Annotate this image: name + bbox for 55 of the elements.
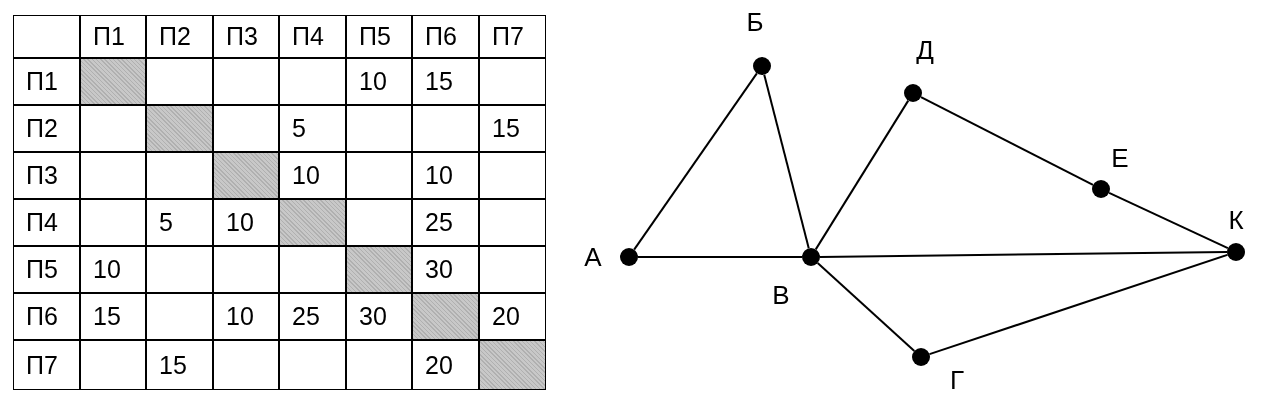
table-cell: 10 [213,199,279,246]
vertex-label: А [584,244,602,270]
graph-edge [814,99,910,251]
table-cell: П5 [13,246,80,293]
table-cell: 20 [479,293,546,340]
table-cell: П4 [13,199,80,246]
graph-vertex [1227,243,1245,261]
table-cell: 25 [279,293,346,340]
table-cell: 10 [80,246,146,293]
graph-vertex [802,248,820,266]
graph-edge [819,251,1228,258]
graph-vertex [912,348,930,366]
table-cell: 10 [279,152,346,199]
graph-edge [633,72,758,251]
table-cell: П4 [279,15,346,58]
graph-edge [816,262,916,352]
graph-vertex [904,84,922,102]
table-cell: 10 [346,58,412,105]
table-cell: П1 [80,15,146,58]
table-cell: 20 [412,340,479,390]
table-cell: П6 [412,15,479,58]
table-cell: П7 [13,340,80,390]
vertex-label: Г [949,367,965,393]
table-cell: П2 [146,15,213,58]
table-cell: 5 [146,199,213,246]
table-cell: 25 [412,199,479,246]
table-cell: П6 [13,293,80,340]
table-cell: 10 [213,293,279,340]
graph-edge [763,73,810,250]
table-cell: 15 [146,340,213,390]
table-cell: 15 [80,293,146,340]
table-cell: 30 [412,246,479,293]
graph-vertex [620,248,638,266]
table-cell: 15 [412,58,479,105]
vertex-label: К [1228,207,1244,233]
table-cell: П5 [346,15,412,58]
vertex-label: В [772,282,790,308]
vertex-label: Д [916,37,934,63]
table-cell: 15 [479,105,546,152]
table-cell: П7 [479,15,546,58]
graph-vertex [753,57,771,75]
table-cell: П3 [213,15,279,58]
vertex-label: Б [746,9,764,35]
table-cell: 30 [346,293,412,340]
graph-edge [637,256,803,258]
table-cell: П1 [13,58,80,105]
table-cell: П2 [13,105,80,152]
vertex-label: Е [1111,145,1129,171]
table-cell: П3 [13,152,80,199]
graph-edge [928,253,1229,356]
graph-edge [920,96,1094,186]
graph-vertex [1092,180,1110,198]
graph-edge [1108,191,1229,250]
table-cell: 10 [412,152,479,199]
table-cell: 5 [279,105,346,152]
